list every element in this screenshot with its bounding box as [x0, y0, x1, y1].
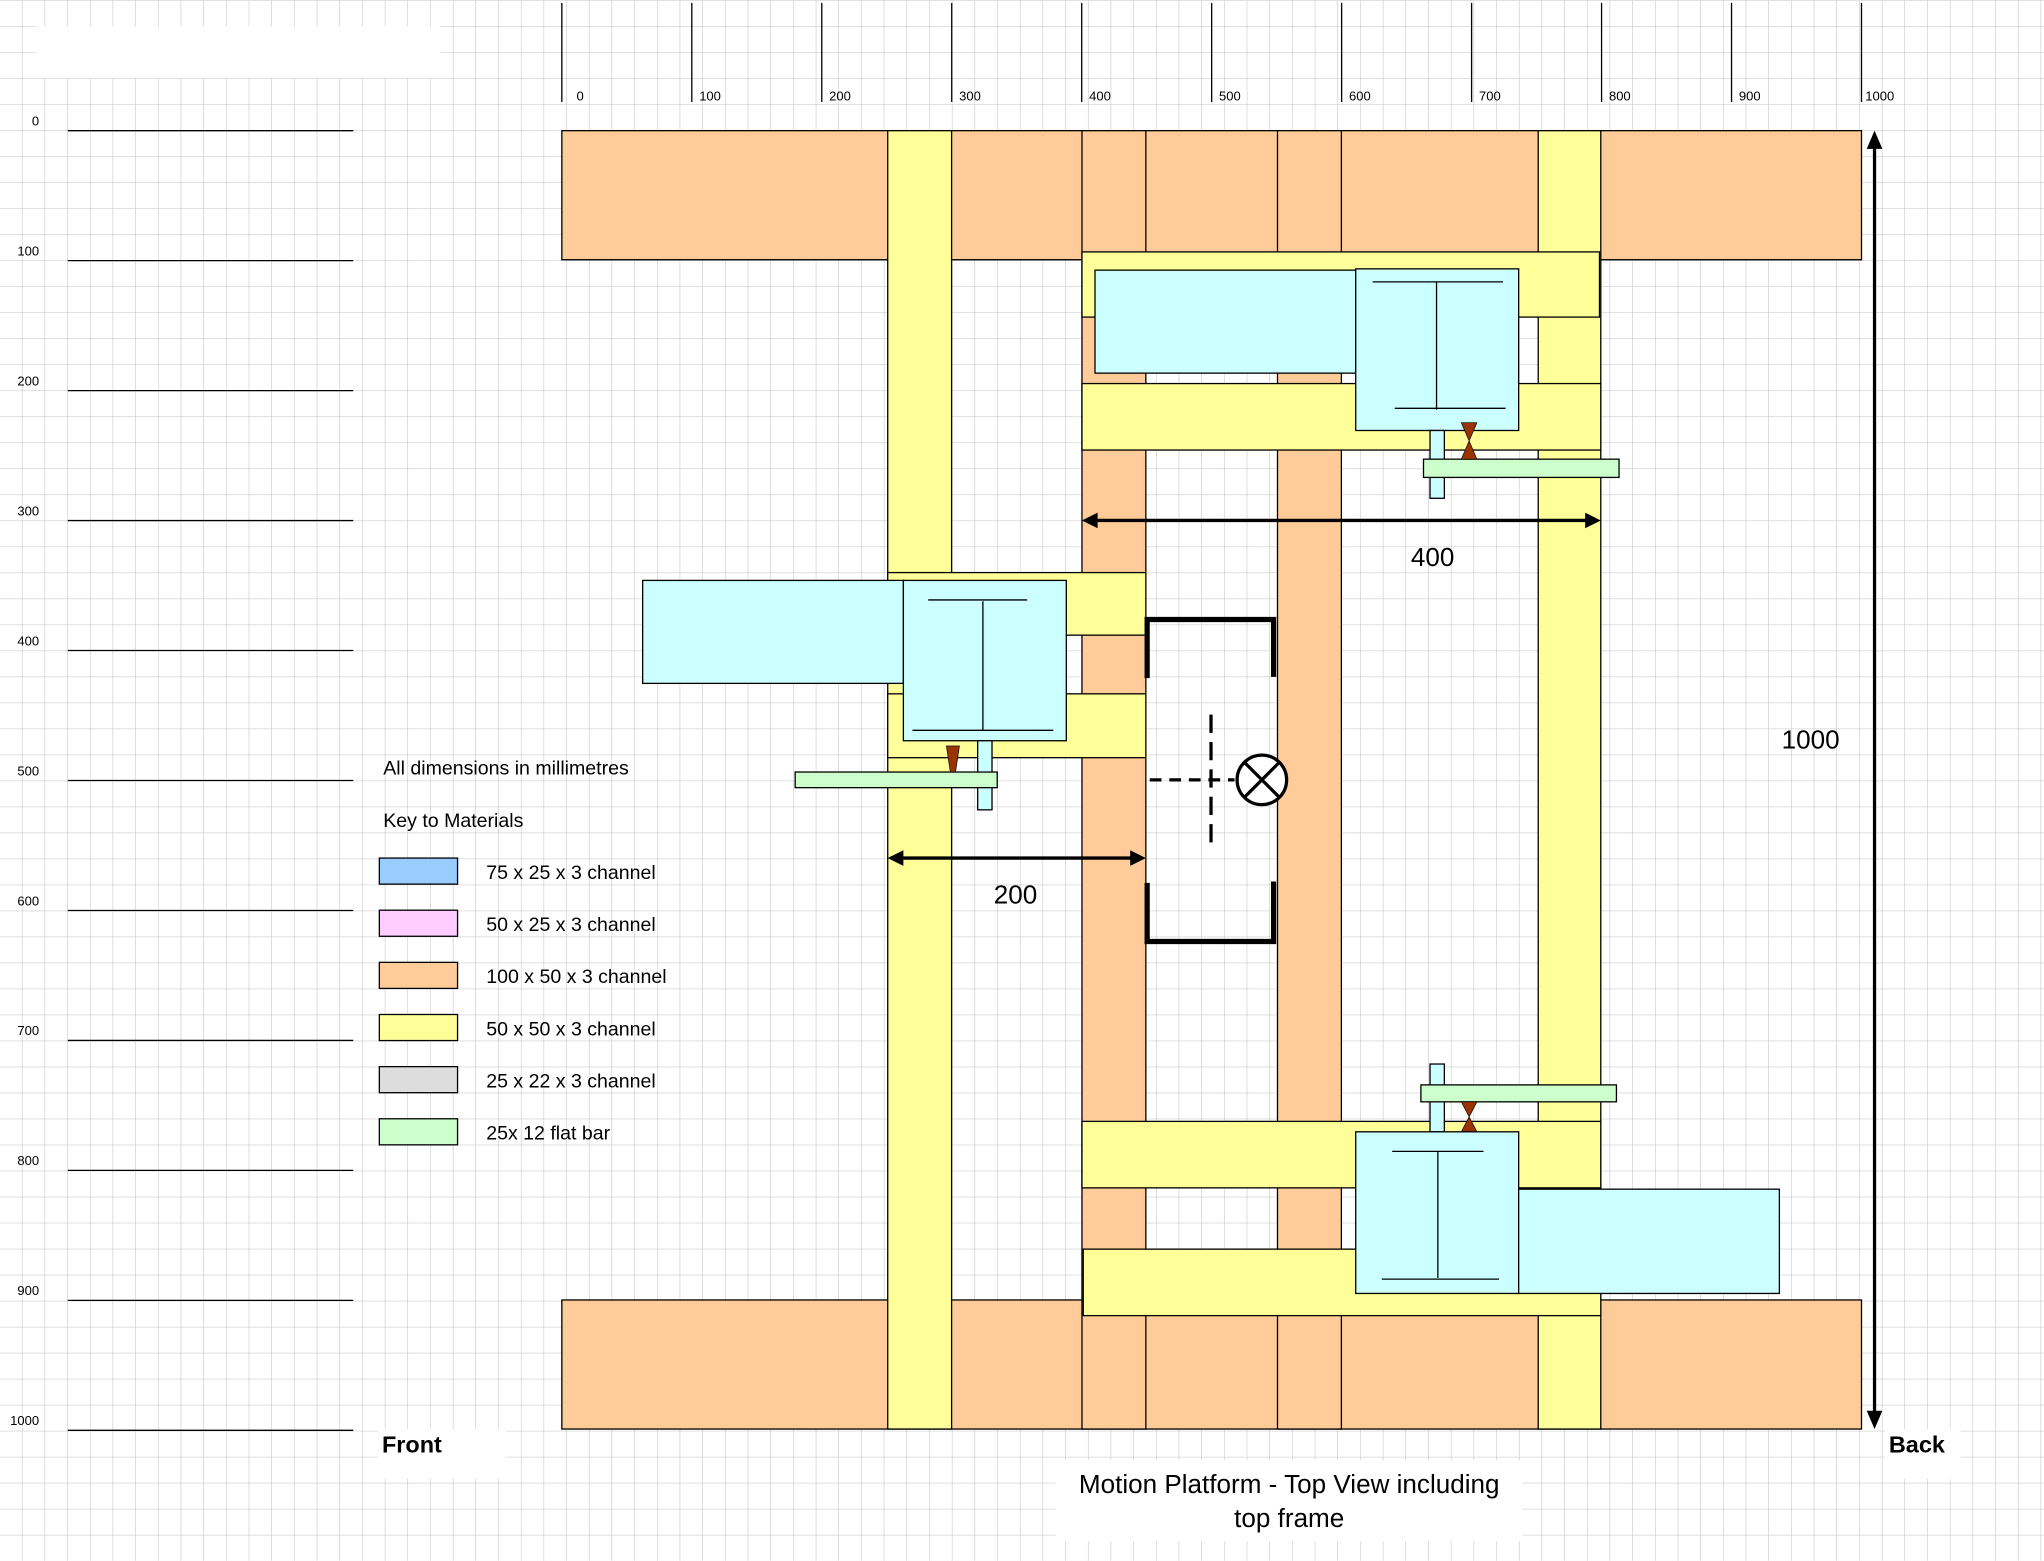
- legend-label: 25 x 22 x 3 channel: [486, 1070, 656, 1092]
- ruler-tick-label: 700: [17, 1023, 39, 1038]
- mount-bar: [1081, 382, 1602, 451]
- motor-assembly-middle: [642, 579, 1067, 811]
- ruler-tick-label: 900: [17, 1283, 39, 1298]
- ruler-tick-label: 600: [1349, 89, 1371, 104]
- flat-bar: [794, 771, 998, 789]
- back-label-bg: [1884, 1429, 1961, 1479]
- ruler-tick-label: 900: [1739, 89, 1761, 104]
- ruler-tick-label: 800: [1609, 89, 1631, 104]
- frame-100x50-channel: [561, 130, 1863, 1430]
- legend-label: 25x 12 flat bar: [486, 1123, 610, 1145]
- arrowhead: [1585, 512, 1601, 529]
- dimension-400-label: 400: [1411, 542, 1454, 572]
- bracket-top: [1144, 616, 1277, 679]
- ruler-tick-label: 800: [17, 1153, 39, 1168]
- flat-bar: [1420, 1084, 1618, 1103]
- arrowhead: [1866, 130, 1883, 149]
- arrowhead: [887, 850, 904, 866]
- back-label: Back: [1889, 1431, 1946, 1457]
- motor-body: [642, 579, 905, 685]
- dimension-lines: [887, 130, 1883, 1430]
- motor-body: [1094, 269, 1357, 374]
- top-cross-member: [561, 130, 1863, 261]
- ruler-tick-label: 400: [1089, 89, 1111, 104]
- motor-assembly-top: [1094, 268, 1620, 499]
- dimension-1000-label: 1000: [1782, 725, 1840, 755]
- coupling-icon: [946, 745, 960, 773]
- arrowhead: [1081, 512, 1098, 529]
- legend-swatch: [378, 909, 459, 937]
- dimension-200-label: 200: [994, 880, 1037, 910]
- coupling-icon: [1460, 422, 1478, 460]
- title-box: [1055, 1460, 1523, 1542]
- redacted-header-box: [36, 26, 441, 79]
- ruler-tick-label: 300: [959, 89, 981, 104]
- i-beam-symbol: [1372, 281, 1506, 410]
- centre-marker: [1149, 714, 1289, 846]
- ruler-tick-label: 0: [32, 113, 39, 128]
- ruler-tick-label: 300: [17, 503, 39, 518]
- pivot-cross: [1243, 761, 1280, 798]
- units-note: All dimensions in millimetres: [383, 758, 629, 780]
- legend-label: 50 x 50 x 3 channel: [486, 1018, 656, 1040]
- title-line-1: Motion Platform - Top View including: [1079, 1469, 1500, 1499]
- key-heading: Key to Materials: [383, 810, 523, 832]
- arrowhead: [1130, 850, 1146, 866]
- left-ruler: 0 100 200 300 400 500 600 700 800 900 1000: [10, 113, 354, 1431]
- front-label-bg: [378, 1429, 506, 1479]
- materials-legend: 75 x 25 x 3 channel 50 x 25 x 3 channel 10…: [378, 857, 667, 1146]
- front-label: Front: [382, 1431, 442, 1457]
- ruler-tick-label: 700: [1479, 89, 1501, 104]
- title-line-2: top frame: [1234, 1503, 1344, 1533]
- legend-swatch: [378, 1118, 459, 1146]
- ruler-tick-label: 200: [17, 373, 39, 388]
- motor-body: [1518, 1188, 1781, 1295]
- ruler-tick-label: 200: [829, 89, 851, 104]
- i-beam-symbol: [1381, 1150, 1500, 1280]
- ruler-tick-label: 400: [17, 633, 39, 648]
- ruler-tick-label: 500: [17, 763, 39, 778]
- ruler-tick-label: 1000: [10, 1413, 39, 1428]
- bottom-cross-member: [561, 1299, 1863, 1430]
- ruler-tick-label: 500: [1219, 89, 1241, 104]
- legend-label: 75 x 25 x 3 channel: [486, 862, 656, 884]
- ruler-tick-label: 600: [17, 893, 39, 908]
- mount-bar: [1081, 1120, 1602, 1189]
- i-beam-symbol: [912, 599, 1054, 731]
- ruler-tick-label: 100: [699, 89, 721, 104]
- legend-label: 50 x 25 x 3 channel: [486, 914, 656, 936]
- legend-swatch: [378, 857, 459, 885]
- ruler-tick-label: 1000: [1865, 89, 1894, 104]
- motor-assembly-bottom: [1355, 1063, 1781, 1295]
- legend-swatch: [378, 1013, 459, 1042]
- gearbox: [902, 579, 1067, 742]
- ruler-tick-label: 0: [576, 89, 583, 104]
- ruler-tick-label: 100: [17, 243, 39, 258]
- legend-label: 100 x 50 x 3 channel: [486, 966, 666, 988]
- flat-bar: [1422, 458, 1620, 479]
- seat-outline: [1144, 616, 1277, 945]
- legend-swatch: [378, 1065, 459, 1094]
- top-ruler: 0 100 200 300 400 500 600 700 800 900 1000: [561, 2, 1894, 104]
- bracket-bottom: [1144, 881, 1277, 945]
- legend-swatch: [378, 961, 459, 990]
- arrowhead: [1866, 1410, 1883, 1430]
